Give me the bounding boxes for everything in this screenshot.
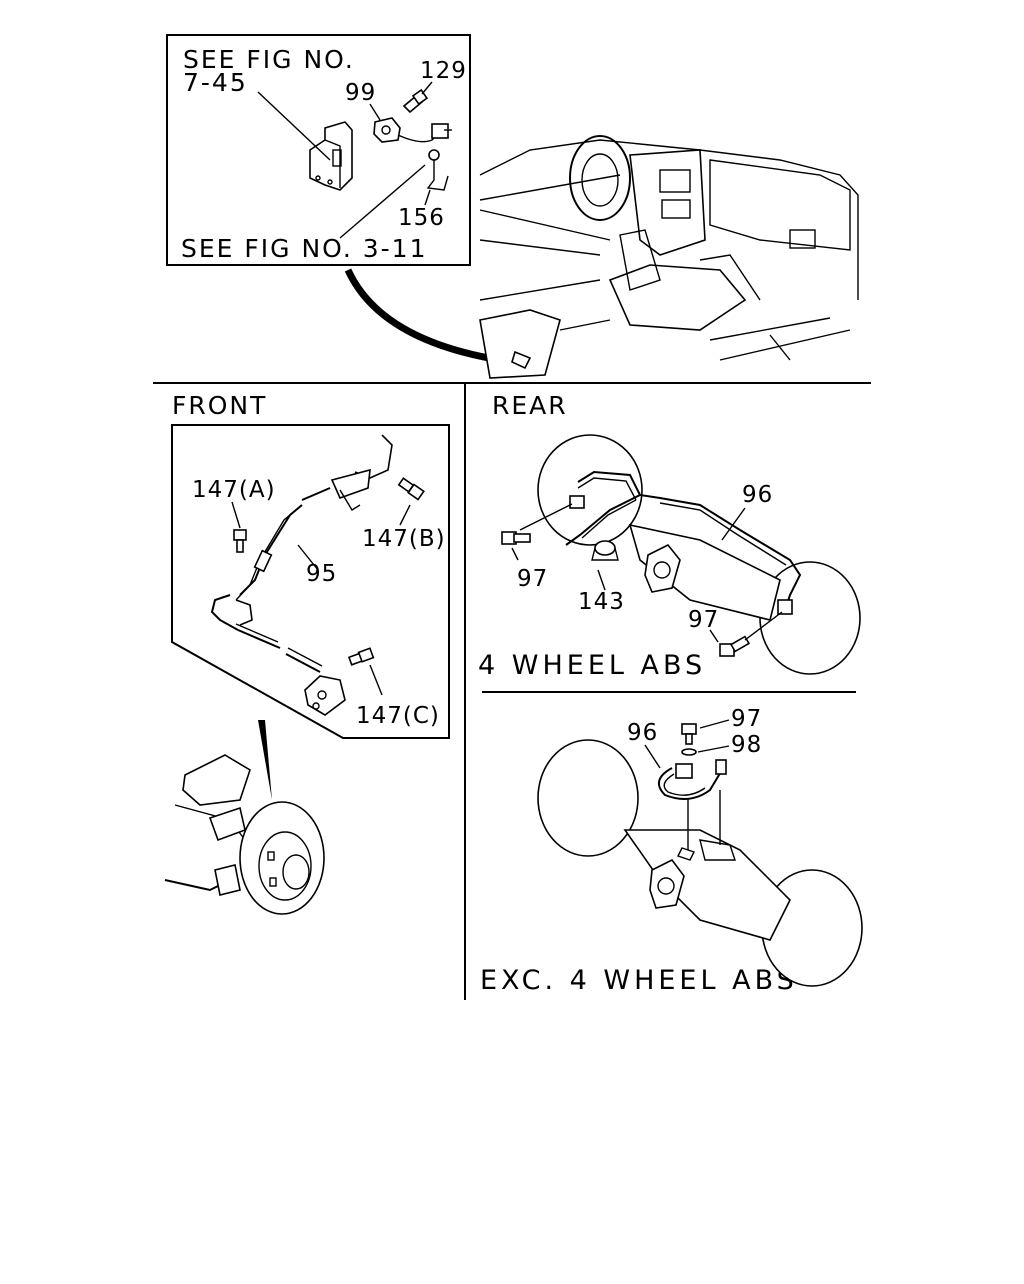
front-title: FRONT — [172, 391, 267, 420]
front-knuckle-drawing — [164, 754, 325, 915]
leader-96-abs — [721, 507, 746, 541]
mount-bracket-marker — [511, 350, 532, 370]
front-harness-95-drawing — [210, 434, 393, 716]
part-label-97-left: 97 — [517, 566, 548, 592]
part-label-99: 99 — [345, 80, 376, 106]
leader-97-left-to-part — [519, 503, 573, 531]
leader-95 — [297, 544, 319, 571]
leader-143 — [597, 569, 606, 591]
sensor-99-drawing — [373, 117, 452, 143]
leader-99 — [369, 103, 381, 121]
part-label-98-exc: 98 — [731, 732, 762, 758]
sensor-bracket-drawing — [309, 121, 353, 191]
bolt-147c-drawing — [347, 647, 375, 666]
vehicle-interior-drawing — [479, 135, 859, 379]
bolt-97-right-drawing — [719, 635, 751, 657]
part-label-147c: 147(C) — [356, 703, 440, 729]
front-frame — [171, 424, 450, 739]
part-label-96-exc: 96 — [627, 720, 658, 746]
bolt-147a-drawing — [233, 529, 247, 553]
part-label-129: 129 — [420, 58, 467, 84]
rear-title: REAR — [492, 391, 568, 420]
see-fig-bottom: SEE FIG NO. 3-11 — [181, 234, 427, 263]
part-label-97-exc: 97 — [731, 706, 762, 732]
leader-96-exc — [644, 744, 661, 769]
leader-311 — [339, 164, 426, 239]
inset-pointer-arrow — [344, 268, 501, 364]
part-label-156: 156 — [398, 205, 445, 231]
bolt-129-drawing — [402, 88, 429, 114]
part-label-143: 143 — [578, 589, 625, 615]
leader-147c — [369, 664, 383, 696]
rear-4wheel-abs-group: 4 WHEEL ABS 96 97 143 97 — [478, 434, 861, 681]
inset-panel: SEE FIG NO. 7-45 SEE FIG NO. 3-11 99 129… — [166, 34, 471, 266]
bolt-147b-drawing — [397, 477, 425, 501]
see-fig-top-line2: 7-45 — [183, 68, 248, 97]
leader-147b — [399, 504, 411, 526]
front-pointer-arrow — [258, 720, 272, 800]
see-fig-top-line1: SEE FIG NO. — [183, 45, 355, 74]
part-label-147a: 147(A) — [192, 477, 276, 503]
leader-156 — [424, 189, 431, 206]
caption-4-wheel-abs: 4 WHEEL ABS — [478, 650, 706, 681]
part-label-147b: 147(B) — [362, 526, 446, 552]
rear-exc-abs-group: EXC. 4 WHEEL ABS 96 97 98 — [480, 706, 863, 996]
clip-156-drawing — [426, 149, 449, 191]
bolt-97-left-drawing — [501, 531, 531, 545]
leader-97-left — [511, 547, 519, 561]
leader-147a — [231, 501, 241, 529]
leader-98-exc — [697, 745, 730, 753]
caption-exc-4-wheel-abs: EXC. 4 WHEEL ABS — [480, 965, 798, 996]
leader-97-right-to-part — [744, 611, 783, 641]
leader-745 — [257, 91, 331, 161]
part-label-95: 95 — [306, 561, 337, 587]
leader-97-exc — [699, 719, 730, 729]
inset-frame — [166, 34, 471, 266]
leader-97-right — [709, 629, 719, 643]
front-panel: FRONT 147(A) 147(B) 95 147(C) — [171, 391, 450, 739]
leader-129 — [421, 81, 433, 95]
clip-143-drawing — [591, 540, 619, 561]
rear-panel: REAR 4 WHEEL ABS 96 97 143 97 — [478, 391, 863, 996]
part-label-96-abs: 96 — [742, 482, 773, 508]
part-label-97-right: 97 — [688, 607, 719, 633]
